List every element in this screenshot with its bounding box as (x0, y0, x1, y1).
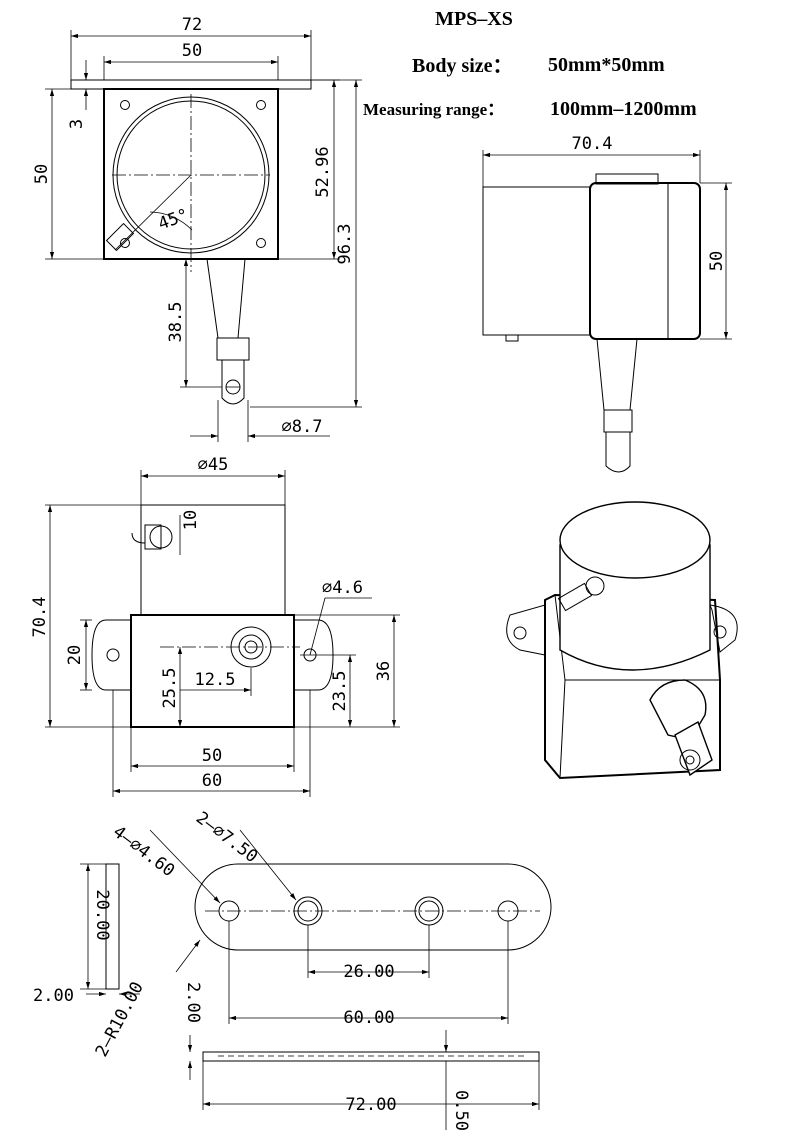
front-cable-sleeve (216, 337, 250, 361)
iso-pin (557, 582, 593, 612)
front-cable-taper (206, 258, 246, 339)
top-pin (144, 524, 162, 550)
front-outlet-nozzle (105, 222, 135, 252)
bracket-dim-72-label: 72.00 (345, 1095, 396, 1115)
front-view: 45° 72 50 50 3 52.96 96.3 (32, 15, 362, 442)
side-pin (505, 335, 519, 342)
bracket-hole-large-right-inner (418, 900, 440, 922)
iso-drum-top (559, 501, 711, 579)
measuring-range-label: Measuring range： (363, 100, 504, 119)
dim-4-6-leader (309, 597, 326, 656)
bracket-radius-leader (175, 939, 201, 973)
front-angle-label: 45° (156, 205, 192, 234)
side-view: 70.4 50 (482, 134, 732, 473)
side-dim-50-label: 50 (707, 251, 727, 271)
iso-lug-hole-left (513, 626, 527, 640)
bracket-view: 20.00 2.00 4–⌀4.60 2–⌀7.50 2–R10.00 2.00… (33, 808, 552, 1131)
top-body (130, 614, 295, 728)
dim-72-label: 72 (182, 15, 202, 35)
iso-body-edge-b (559, 679, 566, 779)
side-dim-70-4-label: 70.4 (572, 134, 613, 154)
top-dim-25-5-label: 25.5 (160, 668, 180, 709)
bracket-holes-large-label: 2–⌀7.50 (192, 808, 261, 867)
iso-drum-side (559, 544, 711, 671)
top-dim-10-label: 10 (181, 510, 201, 530)
isometric-view (506, 501, 738, 780)
front-hole-tl (120, 100, 130, 110)
front-cable-end (221, 360, 245, 405)
bracket-radius-label: 2–R10.00 (92, 979, 148, 1061)
bracket-dim-20-label: 20.00 (92, 889, 112, 940)
side-drum (482, 186, 591, 336)
bracket-dim-2v-label: 2.00 (183, 982, 203, 1023)
top-dim-20-label: 20 (65, 645, 85, 665)
top-view: ⌀45 10 70.4 20 ⌀4.6 12.5 25.5 23.5 36 (30, 455, 400, 797)
bracket-dim-2-label: 2.00 (33, 986, 74, 1006)
front-hole-bl (120, 238, 130, 248)
iso-outlet-ring (679, 749, 701, 771)
dim-38-5-label: 38.5 (166, 302, 186, 343)
dim-52-96-label: 52.96 (313, 146, 333, 197)
bracket-edge-profile (105, 863, 120, 990)
iso-outlet-nozzle (674, 720, 713, 777)
model-title: MPS–XS (435, 8, 513, 30)
top-dim-60-label: 60 (202, 771, 222, 791)
bracket-leader-small (149, 829, 221, 904)
header-block: MPS–XS Body size： 50mm*50mm Measuring ra… (363, 8, 697, 120)
bracket-dim-26-label: 26.00 (343, 962, 394, 982)
bracket-plate (194, 863, 552, 951)
iso-outlet-ring-inner (685, 755, 695, 765)
side-cable-end (605, 432, 631, 473)
top-dim-36-label: 36 (374, 661, 394, 681)
top-dim-70-4-label: 70.4 (30, 597, 50, 638)
top-dim-4-6-label: ⌀4.6 (322, 578, 363, 598)
iso-lug-hole-right (713, 625, 727, 639)
top-dim-45-label: ⌀45 (198, 455, 229, 475)
front-flange (70, 79, 312, 90)
side-top-tab (595, 173, 659, 185)
front-hole-tr (256, 100, 266, 110)
top-dim-23-5-label: 23.5 (330, 671, 350, 712)
side-cable-taper (596, 338, 638, 411)
iso-pin-collar (585, 576, 605, 596)
dim-8-7-label: ⌀8.7 (282, 417, 323, 437)
bracket-dim-0-5-label: 0.50 (451, 1090, 471, 1131)
top-lug-left (91, 619, 131, 691)
bracket-hole-large-left-inner (297, 900, 319, 922)
dim-96-3-label: 96.3 (335, 224, 355, 265)
front-angle-arc (149, 211, 193, 231)
bracket-dim-60-label: 60.00 (343, 1008, 394, 1028)
side-cable-sleeve (603, 409, 633, 433)
iso-lug-right (709, 604, 738, 653)
top-dim-50-label: 50 (202, 746, 222, 766)
top-drum (140, 504, 286, 616)
side-body (589, 182, 701, 340)
top-dim-12-5-label: 12.5 (195, 670, 236, 690)
top-lug-hole-left (106, 648, 120, 662)
dim-3-label: 3 (67, 119, 87, 129)
dim-50v-label: 50 (32, 164, 52, 184)
iso-lug-left (506, 604, 546, 656)
body-size-value: 50mm*50mm (548, 54, 665, 76)
bracket-leader-large (239, 829, 297, 901)
body-size-label: Body size： (412, 55, 513, 77)
front-hole-br (256, 238, 266, 248)
top-pin-collar (149, 525, 173, 549)
measuring-range-value: 100mm–1200mm (550, 98, 697, 120)
dim-50-label: 50 (182, 41, 202, 61)
bracket-strip (202, 1051, 540, 1062)
top-pin-tip (131, 532, 146, 544)
